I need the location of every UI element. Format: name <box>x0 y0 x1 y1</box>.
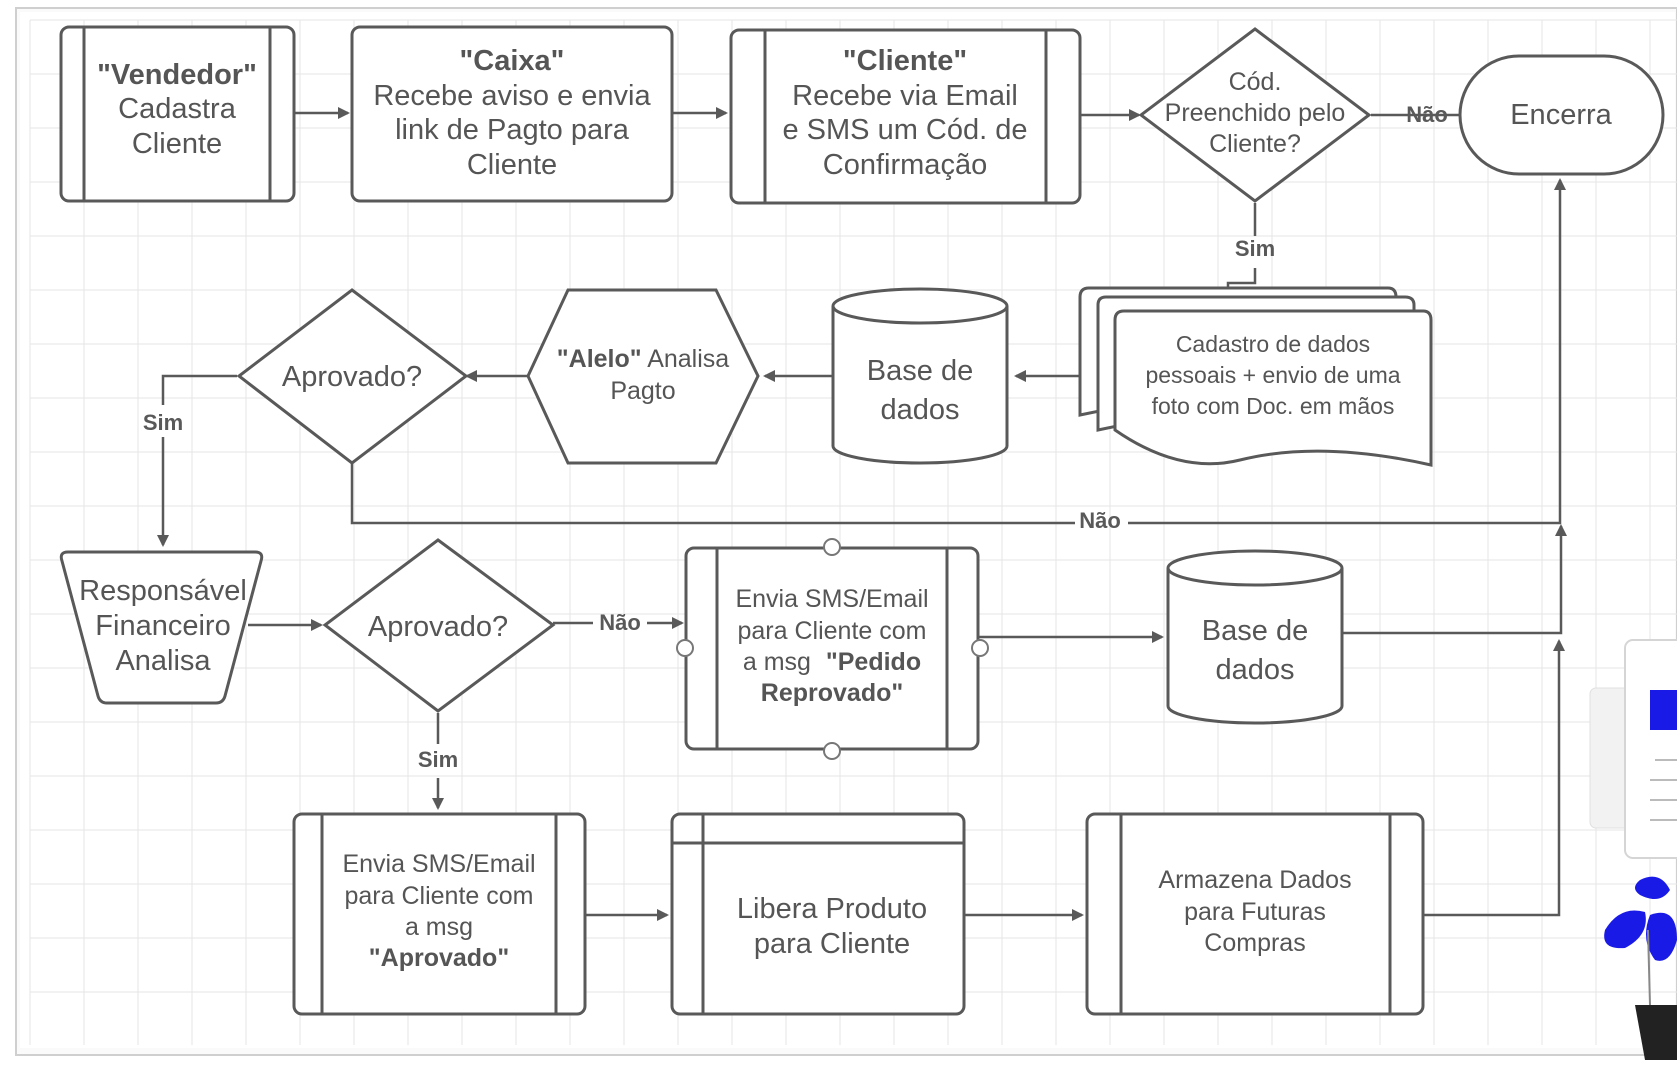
node-title: "Vendedor" <box>97 59 257 91</box>
edge-label-nao: Não <box>599 610 641 635</box>
edge-aprovado1-responsavel <box>163 374 237 545</box>
resize-handle-right[interactable] <box>971 639 989 657</box>
node-text: Cliente <box>132 128 222 160</box>
node-text: Cadastro de dados <box>1176 331 1370 357</box>
node-title: "Cliente" <box>843 45 967 77</box>
node-text: Analisa <box>642 345 730 373</box>
node-envia-reprovado[interactable]: Envia SMS/Email para Cliente com a msg "… <box>676 538 989 760</box>
edge-label-sim: Sim <box>1235 236 1275 261</box>
edge-cod-cadastro <box>1226 203 1257 288</box>
document-image-icon <box>1650 690 1677 730</box>
node-text: para Cliente com <box>345 882 534 910</box>
node-cliente[interactable]: "Cliente" Recebe via Email e SMS um Cód.… <box>729 28 1082 205</box>
edge-base2-encerra <box>1343 524 1567 635</box>
edge-armazena-encerra <box>1424 639 1565 917</box>
node-manual-responsavel[interactable]: Responsável Financeiro Analisa <box>59 550 264 705</box>
node-caixa[interactable]: "Caixa" Recebe aviso e envia link de Pag… <box>350 25 674 203</box>
node-text: Libera Produto <box>737 893 927 925</box>
node-envia-aprovado[interactable]: Envia SMS/Email para Cliente com a msg "… <box>292 812 587 1016</box>
node-title: "Caixa" <box>460 45 565 77</box>
edge-aprovado1-encerra <box>350 180 1560 525</box>
node-vendedor[interactable]: "Vendedor" Cadastra Cliente <box>59 25 296 203</box>
node-database-2[interactable]: Base de dados <box>1166 549 1344 725</box>
node-text: e SMS um Cód. de <box>783 114 1028 146</box>
node-text: Armazena Dados <box>1158 866 1351 894</box>
node-text: Aprovado? <box>368 611 508 643</box>
node-text: Cód. <box>1229 68 1282 96</box>
node-hexagon-alelo[interactable]: "Alelo" Analisa Pagto <box>526 288 760 465</box>
node-text: Pagto <box>610 377 675 405</box>
node-multidocument-cadastro[interactable]: Cadastro de dados pessoais + envio de um… <box>1078 286 1433 467</box>
node-decision-cod-preenchido[interactable]: Cód. Preenchido pelo Cliente? <box>1138 27 1372 203</box>
node-text: Envia SMS/Email <box>342 850 535 878</box>
node-text: Aprovado? <box>282 361 422 393</box>
node-database-1[interactable]: Base de dados <box>831 287 1009 465</box>
edge-label-nao: Não <box>1079 508 1121 533</box>
resize-handle-left[interactable] <box>676 639 694 657</box>
node-text: Financeiro <box>95 610 230 642</box>
node-text: dados <box>1215 654 1294 686</box>
node-text: para Cliente com <box>738 617 927 645</box>
node-text: para Cliente <box>754 928 910 960</box>
edge-label-nao: Não <box>1406 102 1448 127</box>
node-title: "Pedido <box>826 648 921 676</box>
node-text: Cadastra <box>118 93 237 125</box>
edge-label-sim: Sim <box>143 410 183 435</box>
node-text: Base de <box>1202 615 1308 647</box>
node-text: Cliente? <box>1209 130 1301 158</box>
node-title: "Alelo" <box>557 345 642 373</box>
node-text: foto com Doc. em mãos <box>1152 393 1395 419</box>
node-text: a msg <box>743 648 818 676</box>
node-text: Envia SMS/Email <box>735 585 928 613</box>
node-text: Recebe aviso e envia <box>373 80 651 112</box>
node-text: "Alelo" Analisa <box>557 345 729 373</box>
node-text: Analisa <box>115 645 211 677</box>
node-text: dados <box>880 394 959 426</box>
node-text: link de Pagto para <box>395 114 630 146</box>
node-text: Recebe via Email <box>792 80 1018 112</box>
node-text: Cliente <box>467 149 557 181</box>
node-text: a msg "Pedido <box>743 648 921 676</box>
node-libera-produto[interactable]: Libera Produto para Cliente <box>670 812 966 1016</box>
node-text: Encerra <box>1510 99 1612 131</box>
node-terminator-encerra[interactable]: Encerra <box>1458 54 1665 176</box>
node-text: Confirmação <box>823 149 987 181</box>
edges <box>163 107 1567 921</box>
resize-handle-top[interactable] <box>823 538 841 556</box>
node-text: para Futuras <box>1184 898 1326 926</box>
node-text: Responsável <box>79 575 247 607</box>
node-armazena-dados[interactable]: Armazena Dados para Futuras Compras <box>1085 812 1425 1016</box>
node-text: Base de <box>867 355 973 387</box>
node-title: Reprovado" <box>761 679 903 707</box>
document-illustration <box>1589 639 1677 859</box>
node-text: Compras <box>1204 929 1305 957</box>
resize-handle-bottom[interactable] <box>823 742 841 760</box>
node-text: pessoais + envio de uma <box>1145 362 1400 388</box>
plant-icon <box>1604 876 1677 1060</box>
edge-label-sim: Sim <box>418 747 458 772</box>
node-text: a msg <box>405 913 473 941</box>
node-title: "Aprovado" <box>369 944 509 972</box>
node-text: Preenchido pelo <box>1165 99 1346 127</box>
node-decision-aprovado-1[interactable]: Aprovado? <box>236 288 469 465</box>
node-decision-aprovado-2[interactable]: Aprovado? <box>322 538 556 713</box>
